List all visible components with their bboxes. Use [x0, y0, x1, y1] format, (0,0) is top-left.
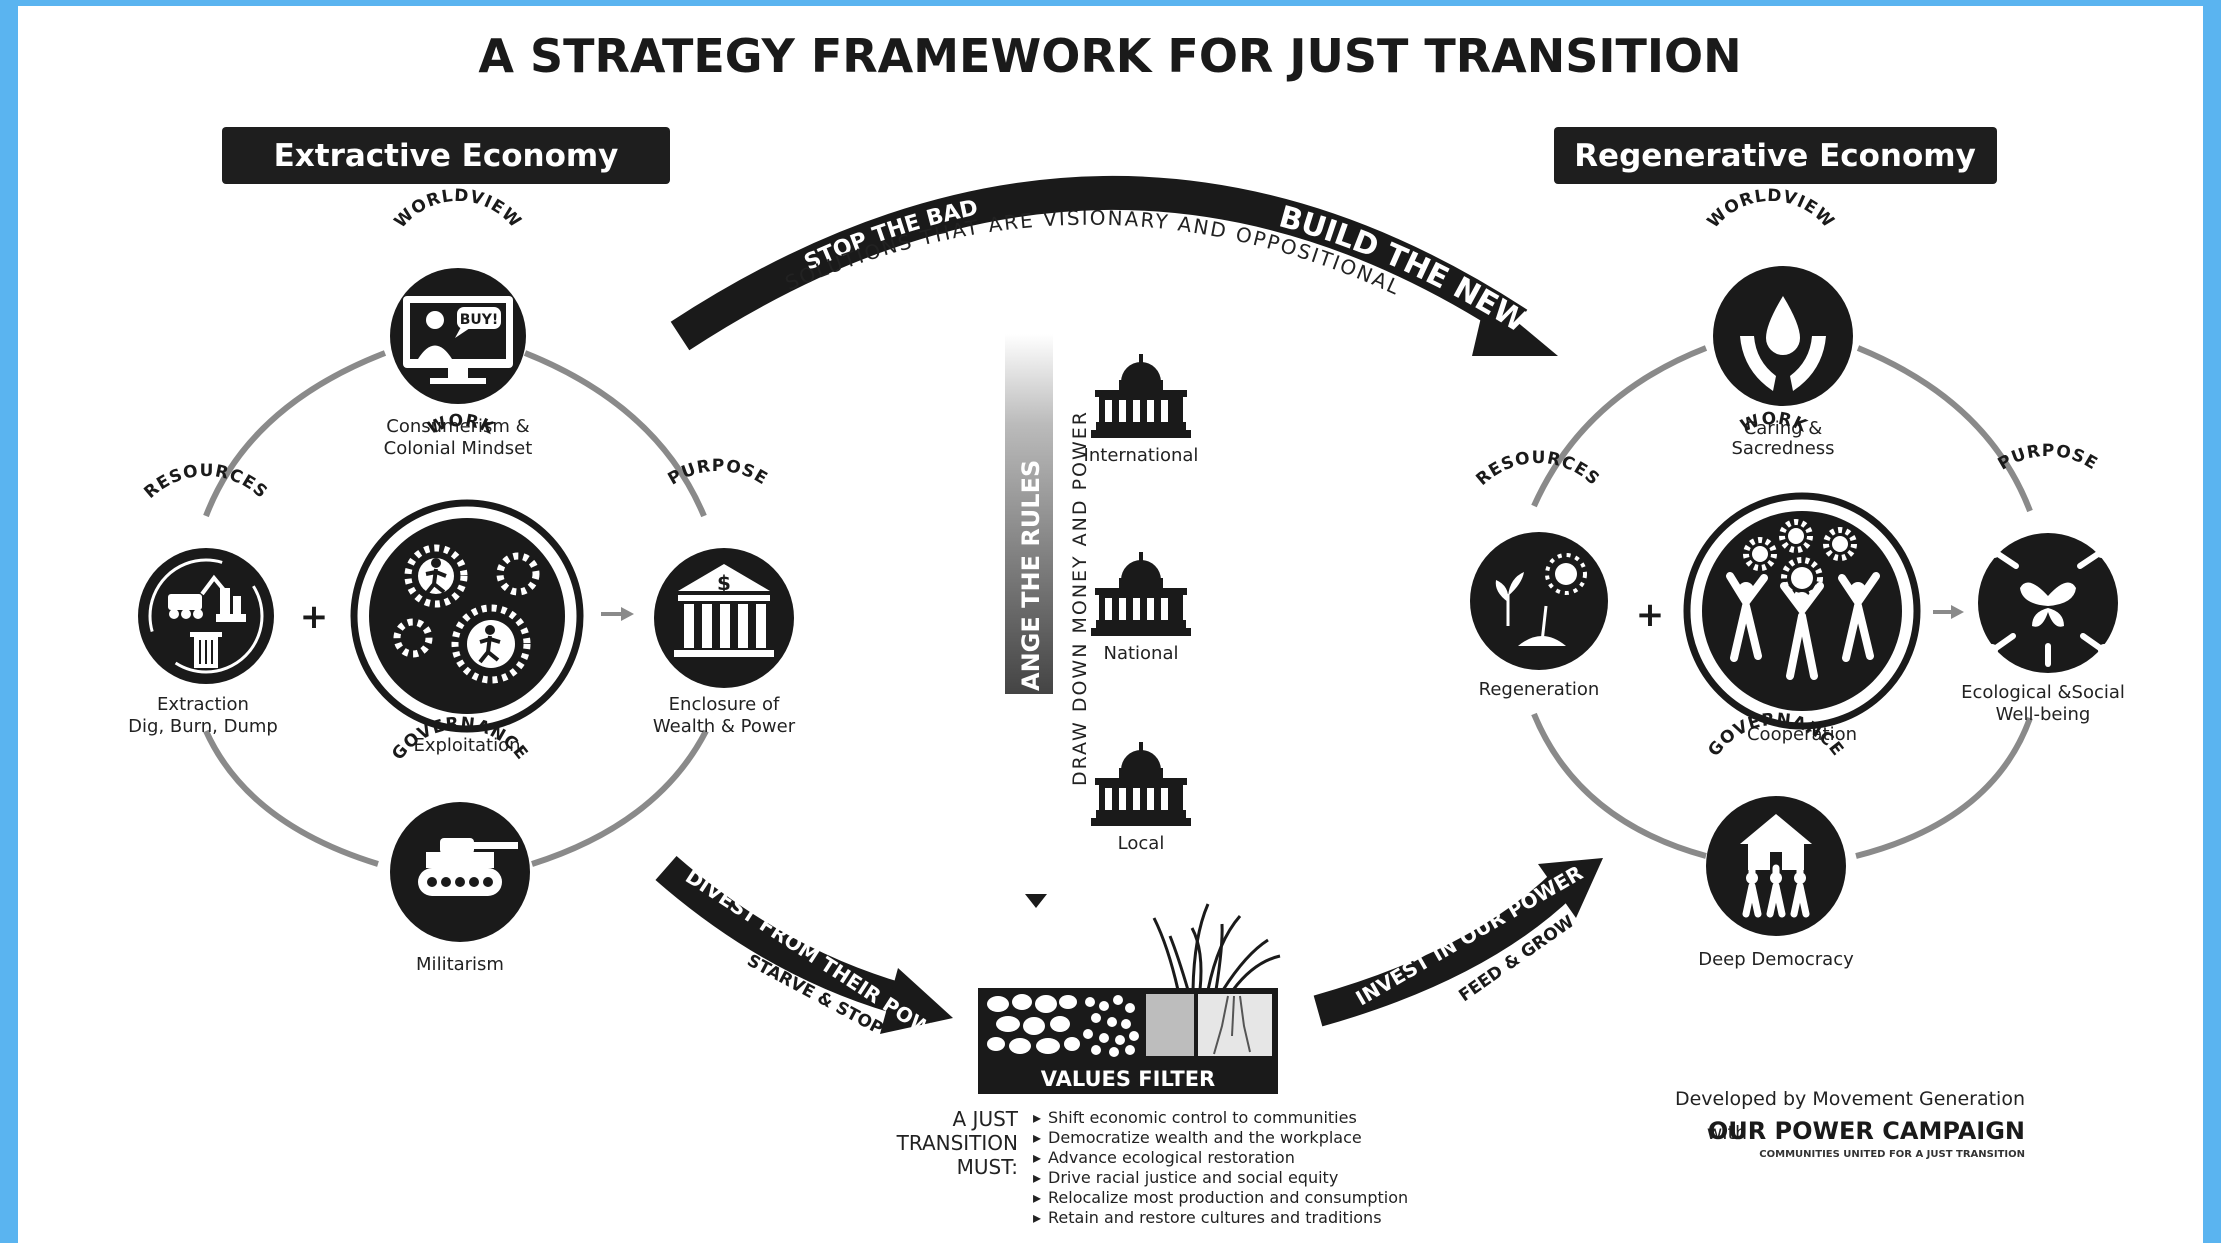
capitol-international-icon — [1091, 354, 1191, 438]
framework-diagram: A STRATEGY FRAMEWORK FOR JUST TRANSITION… — [128, 29, 2125, 1227]
list-item: Shift economic control to communities — [1048, 1108, 1357, 1127]
values-filter-box: VALUES FILTER — [978, 903, 1281, 1094]
list-item: Retain and restore cultures and traditio… — [1048, 1208, 1382, 1227]
top-arc-arrow — [670, 175, 1558, 356]
extractive-worldview-tag: WORLDVIEW — [391, 186, 526, 233]
capitol-national-icon — [1091, 552, 1191, 636]
page-title: A STRATEGY FRAMEWORK FOR JUST TRANSITION — [478, 29, 1741, 83]
extractive-governance-node — [390, 802, 530, 942]
credits-org: OUR POWER CAMPAIGN — [1708, 1117, 2025, 1145]
regenerative-worldview-node — [1713, 266, 1853, 406]
regenerative-governance-node — [1706, 796, 1846, 936]
credits-line1: Developed by Movement Generation — [1675, 1088, 2025, 1110]
level-national: National — [1103, 643, 1178, 664]
list-bullet: ▸ — [1033, 1168, 1041, 1187]
extractive-work-node — [350, 499, 584, 733]
level-local: Local — [1118, 833, 1165, 854]
build-the-new-text: BUILD THE NEW — [1275, 199, 1533, 340]
regenerative-worldview-label-1: Caring & — [1744, 418, 1823, 439]
regenerative-work-label: Cooperation — [1747, 724, 1857, 745]
buy-speech-text: BUY! — [460, 312, 499, 328]
regenerative-worldview-tag: WORLDVIEW — [1704, 186, 1839, 233]
just-transition-line1: A JUST — [953, 1107, 1019, 1131]
extractive-governance-label: Militarism — [416, 954, 504, 975]
list-item: Relocalize most production and consumpti… — [1048, 1188, 1408, 1207]
credits-with: with — [1707, 1122, 1747, 1144]
list-bullet: ▸ — [1033, 1148, 1041, 1167]
list-bullet: ▸ — [1033, 1108, 1041, 1127]
must-list: ▸ Shift economic control to communities … — [1033, 1108, 1408, 1227]
just-transition-line2: TRANSITION — [896, 1131, 1018, 1155]
regenerative-purpose-label-2: Well-being — [1996, 704, 2091, 725]
regenerative-resources-tag: RESOURCES — [1472, 448, 1603, 490]
extractive-resources-node — [138, 548, 274, 684]
extractive-purpose-label-1: Enclosure of — [669, 694, 780, 715]
regenerative-purpose-label-1: Ecological &Social — [1961, 682, 2125, 703]
extractive-worldview-label-1: Consumerism & — [386, 416, 529, 437]
list-item: Drive racial justice and social equity — [1048, 1168, 1338, 1187]
extractive-cycle-arcs — [203, 350, 709, 867]
extractive-resources-tag: RESOURCES — [140, 461, 271, 503]
extractive-worldview-label-2: Colonial Mindset — [384, 438, 533, 459]
down-triangle-icon — [1025, 894, 1047, 908]
extractive-work-label: Exploitation — [413, 735, 520, 756]
regenerative-worldview-label-2: Sacredness — [1731, 438, 1834, 459]
capitol-local-icon — [1091, 742, 1191, 826]
extractive-header: Extractive Economy — [274, 138, 619, 174]
change-rules-text: ANGE THE RULES — [1017, 460, 1045, 691]
regenerative-purpose-node — [1978, 533, 2118, 673]
change-rules-bar — [1005, 334, 1053, 694]
list-bullet: ▸ — [1033, 1188, 1041, 1207]
list-bullet: ▸ — [1033, 1128, 1041, 1147]
invest-arrow — [1313, 858, 1603, 1027]
list-bullet: ▸ — [1033, 1208, 1041, 1227]
regenerative-resources-node — [1470, 532, 1608, 670]
extractive-resources-label-1: Extraction — [157, 694, 249, 715]
values-filter-label: VALUES FILTER — [1041, 1067, 1215, 1091]
just-transition-line3: MUST: — [957, 1155, 1018, 1179]
draw-down-text: DRAW DOWN MONEY AND POWER — [1069, 410, 1091, 786]
extractive-arrow-work-to-purpose — [601, 607, 634, 621]
regenerative-resources-label: Regeneration — [1479, 679, 1600, 700]
list-item: Democratize wealth and the workplace — [1048, 1128, 1362, 1147]
divest-text: DIVEST FROM THEIR POWER — [681, 864, 961, 1057]
regenerative-work-node — [1683, 492, 1921, 730]
regenerative-cycle-arcs — [1531, 345, 2033, 859]
extractive-purpose-node: $ — [654, 548, 794, 688]
credits-tagline: COMMUNITIES UNITED FOR A JUST TRANSITION — [1759, 1149, 2025, 1160]
extractive-worldview-node: BUY! — [390, 268, 526, 404]
extractive-purpose-label-2: Wealth & Power — [653, 716, 796, 737]
divest-arrow — [655, 855, 953, 1034]
extractive-resources-label-2: Dig, Burn, Dump — [128, 716, 278, 737]
extractive-header-bar — [222, 127, 670, 184]
list-item: Advance ecological restoration — [1048, 1148, 1295, 1167]
regenerative-arrow-work-to-purpose — [1933, 605, 1964, 619]
diagram-canvas: A STRATEGY FRAMEWORK FOR JUST TRANSITION… — [18, 6, 2203, 1243]
level-international: International — [1084, 445, 1199, 466]
regenerative-header: Regenerative Economy — [1574, 138, 1976, 174]
extractive-plus-sign: + — [300, 597, 329, 637]
regenerative-plus-sign: + — [1636, 595, 1665, 635]
regenerative-header-bar — [1554, 127, 1997, 184]
regenerative-governance-label: Deep Democracy — [1698, 949, 1854, 970]
dollar-icon: $ — [717, 571, 731, 595]
regenerative-purpose-tag: PURPOSE — [1995, 441, 2102, 474]
